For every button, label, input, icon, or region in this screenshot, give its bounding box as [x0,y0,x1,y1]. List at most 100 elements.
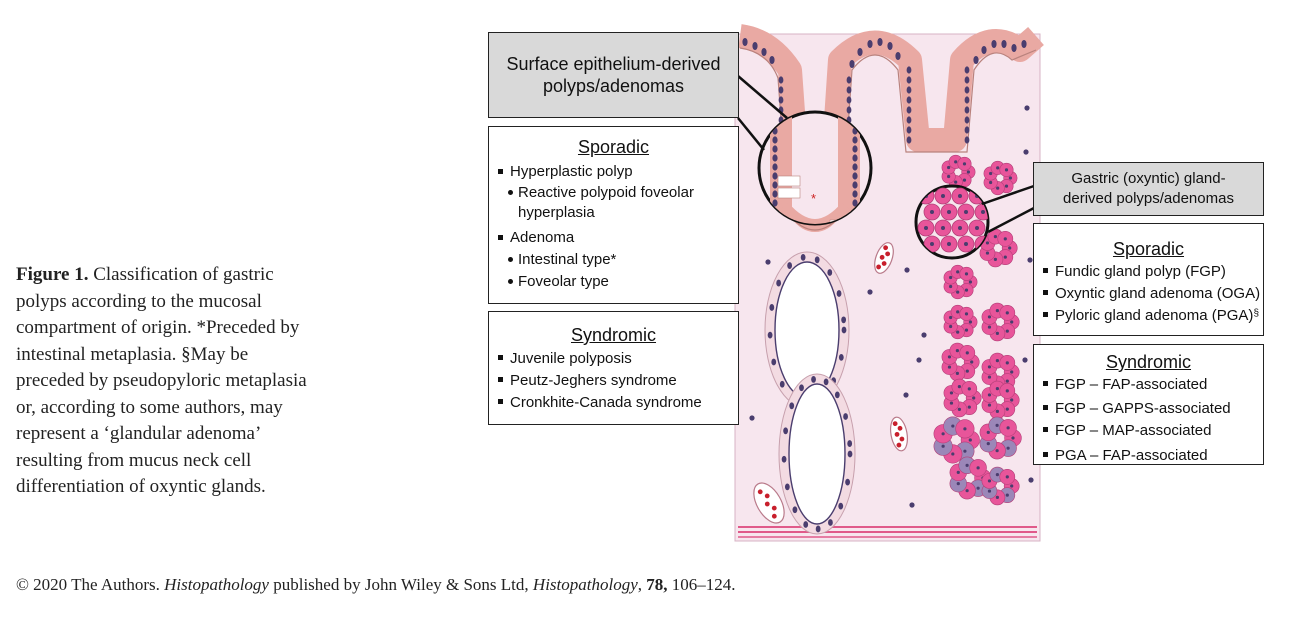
list-item: Fundic gland polyp (FGP) [1034,261,1263,283]
gastric-sporadic-box: Sporadic Fundic gland polyp (FGP) Oxynti… [1033,223,1264,336]
stromal-cell [921,332,927,338]
nucleus [1008,176,1013,180]
vessel [753,482,785,524]
nucleus [789,402,795,410]
red-cell [879,254,885,260]
nucleus [993,234,997,239]
nucleus [995,331,999,336]
nucleus [811,376,816,383]
nucleus [845,478,850,486]
nucleus [838,502,844,510]
nucleus [1005,379,1009,383]
list-item: Reactive polypoid foveolar hyperplasia [489,183,738,223]
nucleus [995,495,999,500]
pga-label: Pyloric gland adenoma (PGA) [1055,307,1254,324]
nucleus [1004,184,1009,188]
gastric-title-box: Gastric (oxyntic) gland- derived polyps/… [1033,162,1264,216]
stromal-cell [909,502,915,508]
nucleus [987,365,992,369]
nucleus [803,521,809,528]
nucleus [1010,484,1014,488]
nucleus [965,351,969,355]
credit-pages: 106–124. [671,575,736,594]
nucleus [1011,44,1017,52]
red-cell [883,245,889,251]
nucleus [852,172,858,180]
nucleus [987,489,992,493]
list-item: FGP – GAPPS-associated [1034,398,1263,420]
nucleus [906,76,912,84]
nucleus [772,172,778,180]
nucleus [956,270,960,274]
nucleus [781,455,787,463]
list-item: Pyloric gland adenoma (PGA)§ [1034,305,1263,327]
nucleus [964,96,970,104]
nucleus [949,401,954,405]
nucleus [965,489,969,493]
nucleus [1005,361,1009,365]
red-cell [896,442,902,448]
nucleus [772,199,778,207]
nucleus [951,452,955,456]
stromal-cells [749,105,1034,508]
nucleus [955,348,959,353]
stromal-cell [867,289,873,295]
credit-prefix: © 2020 The Authors. [16,575,160,594]
nucleus [995,409,999,414]
nucleus [941,444,945,448]
nucleus [967,387,971,391]
nucleus [986,442,990,446]
nucleus [852,190,858,198]
nucleus [941,226,945,230]
nucleus [792,506,798,514]
nucleus [772,136,778,144]
nucleus [964,76,970,84]
nucleus [834,391,840,399]
nucleus [800,253,806,261]
nucleus [1003,255,1007,259]
red-cell [885,251,891,257]
list-item: Oxyntic gland adenoma (OGA) [1034,283,1263,305]
blood-vessels [753,242,909,524]
nucleus [906,86,912,94]
stromal-cell [1027,257,1033,263]
nucleus [895,52,901,60]
nucleus [887,42,893,50]
nucleus [772,145,778,153]
nucleus [1006,446,1010,450]
red-cell [897,425,903,431]
nucleus [964,328,969,332]
stromal-cell [904,267,910,273]
nucleus [973,56,979,64]
nucleus [906,116,912,124]
nucleus [956,330,960,334]
nucleus [841,326,847,334]
nucleus [761,48,767,56]
nucleus [852,199,858,207]
nucleus [742,38,748,46]
red-cell [894,431,900,437]
nucleus [949,324,953,329]
nucleus [772,190,778,198]
oxyntic-glands [933,154,1022,506]
nucleus [924,226,928,230]
red-cell [892,421,898,427]
stromal-cell [1028,477,1034,483]
nucleus [964,116,970,124]
nucleus [852,136,858,144]
nucleus [964,86,970,94]
nucleus [846,76,852,84]
nucleus [956,310,960,314]
surface-title-line1: Surface epithelium-derived [506,54,721,74]
gastric-syndromic-box: Syndromic FGP – FAP-associated FGP – GAP… [1033,344,1264,465]
caption-text: Classification of gastric polyps accordi… [16,264,307,497]
stromal-cell [903,392,909,398]
red-cell [764,493,770,499]
credit-journal: Histopathology [164,575,269,594]
nucleus [975,226,979,230]
gastric-title-line2: derived polyps/adenomas [1063,190,1234,207]
gland-lumen [788,383,846,525]
stromal-cell [1023,149,1029,155]
nucleus [947,174,951,179]
